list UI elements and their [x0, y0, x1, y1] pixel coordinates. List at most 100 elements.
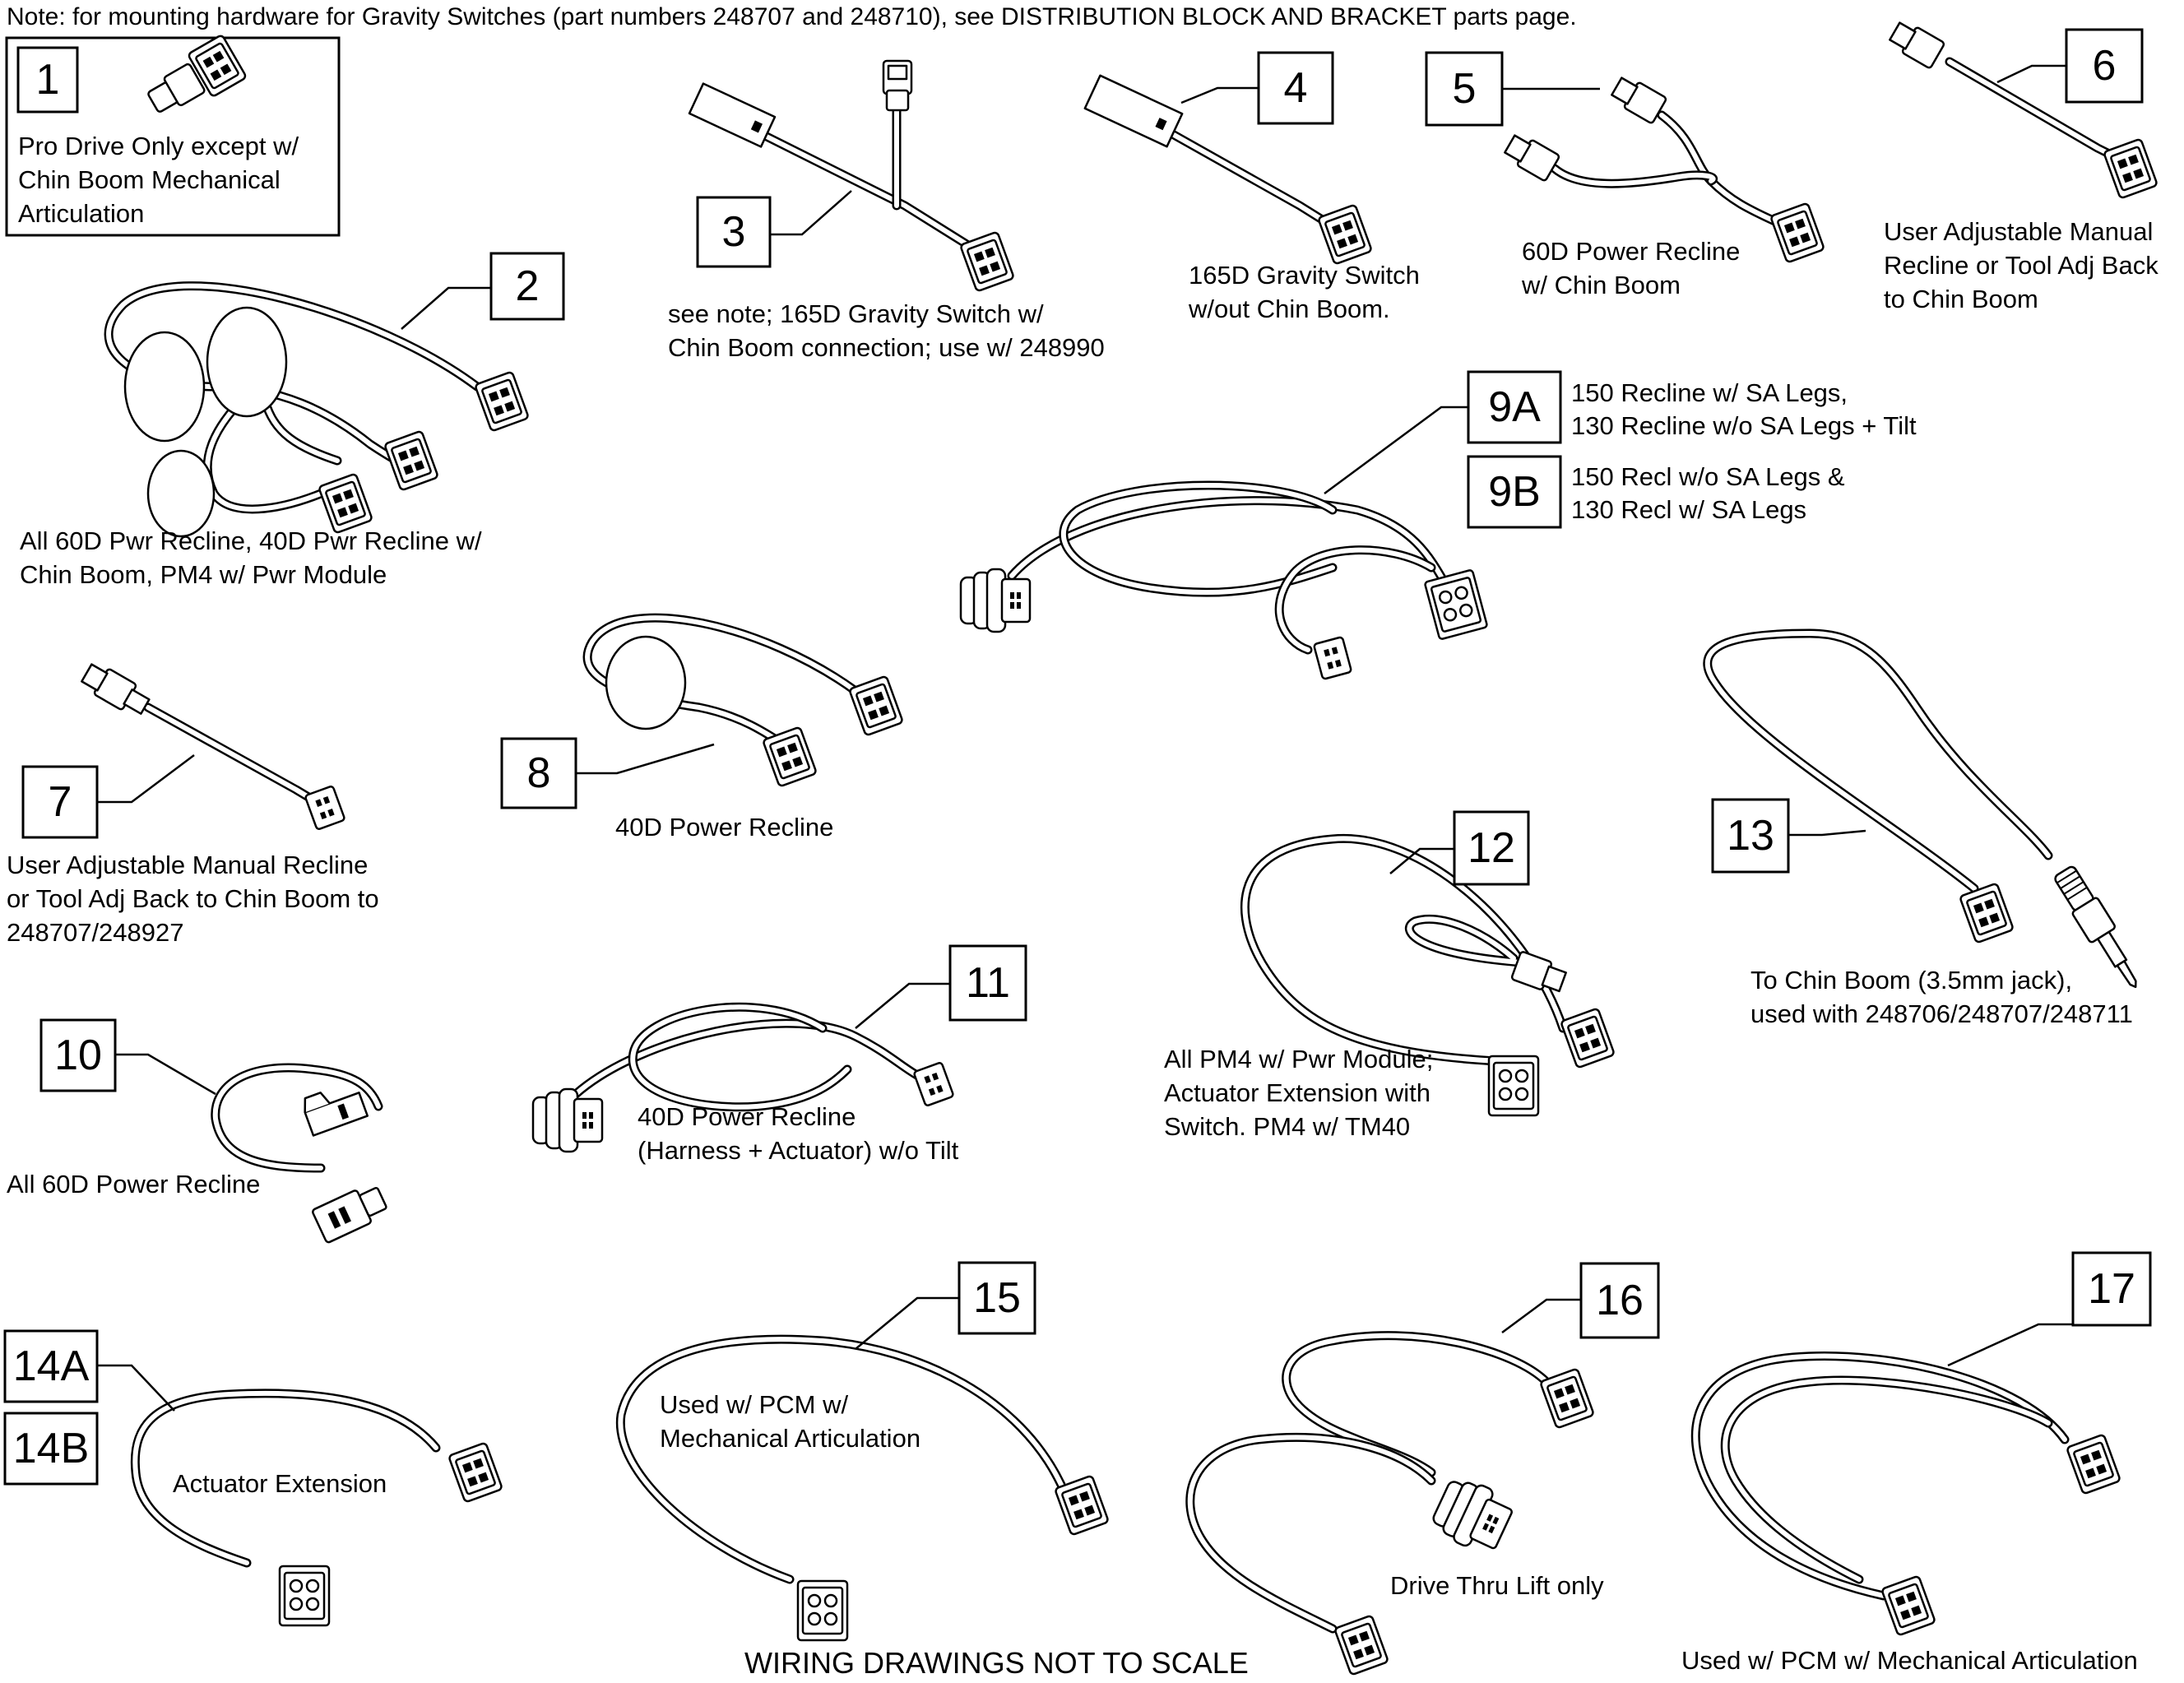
- item-15-cable: [615, 1334, 1111, 1642]
- item-13: 13 To Chin Boom (3.5mm jack), used with …: [1703, 628, 2137, 1028]
- item-9b-callout-box: [1467, 455, 1562, 529]
- item-12-number: 12: [1468, 824, 1515, 872]
- item-7-callout-box: [21, 765, 99, 839]
- item-3-label-line-1: see note; 165D Gravity Switch w/: [668, 299, 1044, 328]
- item-9a-label-line-2: 130 Recline w/o SA Legs + Tilt: [1571, 411, 1917, 440]
- item-12: 12 All PM4 w/ Pwr Module; Actuator Exten…: [1164, 810, 1616, 1141]
- item-8: 8 40D Power Recline: [500, 613, 905, 842]
- item-6-label-line-1: User Adjustable Manual: [1884, 217, 2153, 246]
- item-16: 16 Drive Thru Lift only: [1185, 1262, 1660, 1676]
- item-4-label-line-1: 165D Gravity Switch: [1189, 261, 1420, 290]
- item-8-callout-box: [500, 737, 577, 809]
- item-14-cable: [130, 1389, 504, 1627]
- item-12-callout-box: [1453, 810, 1530, 886]
- item-15-label-line-1: Used w/ PCM w/: [660, 1390, 848, 1419]
- item-11-cable: [531, 1002, 955, 1153]
- item-17-leader: [1947, 1323, 2073, 1367]
- item-12-leader: [1389, 847, 1454, 874]
- item-10-label-line-1: All 60D Power Recline: [7, 1170, 260, 1198]
- item-6-callout-box: [2065, 28, 2144, 104]
- item-12-label-line-1: All PM4 w/ Pwr Module;: [1164, 1045, 1433, 1073]
- item-14-leader: [97, 1364, 175, 1412]
- item-12-label-line-3: Switch. PM4 w/ TM40: [1164, 1112, 1410, 1141]
- item-11-callout-box: [948, 944, 1027, 1022]
- item-11-label-line-2: (Harness + Actuator) w/o Tilt: [638, 1136, 959, 1165]
- item-3-number: 3: [722, 208, 746, 256]
- item-15-leader: [855, 1296, 959, 1350]
- item-1-frame: [5, 36, 341, 237]
- item-9b-number: 9B: [1488, 468, 1541, 516]
- item-3: 3 see note; 165D Gravity Switch w/ Chin …: [668, 59, 1105, 362]
- item-9-cable: [959, 480, 1489, 681]
- item-5-label-line-2: w/ Chin Boom: [1521, 271, 1681, 299]
- item-1-callout-box: [16, 46, 79, 114]
- item-17-callout-box: [2071, 1251, 2152, 1327]
- item-5-label-line-1: 60D Power Recline: [1522, 237, 1740, 266]
- item-6-label-line-2: Recline or Tool Adj Back: [1884, 251, 2158, 280]
- item-3-label-line-2: Chin Boom connection; use w/ 248990: [668, 333, 1105, 362]
- item-10-callout-box: [39, 1018, 117, 1092]
- item-1: 1 Pro Drive Only except w/ Chin Boom Mec…: [5, 33, 341, 237]
- item-16-callout-box: [1579, 1262, 1660, 1339]
- item-15-number: 15: [973, 1274, 1021, 1322]
- item-2-leader: [401, 286, 490, 330]
- item-8-cable: [582, 613, 905, 788]
- item-8-number: 8: [527, 749, 551, 797]
- item-15-callout-box: [958, 1261, 1036, 1335]
- item-9b-label-line-2: 130 Recl w/ SA Legs: [1571, 495, 1806, 524]
- item-16-cable: [1185, 1331, 1596, 1676]
- item-13-cable: [1703, 628, 2137, 989]
- mounting-note: Note: for mounting hardware for Gravity …: [7, 3, 1577, 30]
- item-1-cable: [147, 33, 248, 113]
- item-4-number: 4: [1284, 64, 1308, 112]
- item-1-label-line-3: Articulation: [18, 199, 144, 228]
- item-9: 9A 150 Recline w/ SA Legs, 130 Recline w…: [959, 370, 1917, 681]
- item-5-cable: [1504, 76, 1826, 264]
- item-4-label-line-2: w/out Chin Boom.: [1188, 294, 1390, 323]
- item-7-number: 7: [49, 778, 72, 826]
- item-1-label-line-2: Chin Boom Mechanical: [18, 165, 281, 194]
- item-3-cable: [688, 59, 1016, 293]
- item-2-cable: [104, 281, 531, 538]
- item-14a-number: 14A: [13, 1342, 90, 1390]
- item-7: 7 User Adjustable Manual Recline or Tool…: [7, 663, 379, 947]
- item-9a-callout-box: [1467, 370, 1562, 444]
- item-4-cable: [1083, 74, 1374, 266]
- item-6-number: 6: [2093, 42, 2117, 90]
- item-14-label-line-1: Actuator Extension: [173, 1469, 387, 1498]
- item-4-leader: [1180, 86, 1259, 104]
- item-10: 10 All 60D Power Recline: [7, 1018, 387, 1244]
- item-8-leader: [576, 743, 715, 775]
- item-16-label-line-1: Drive Thru Lift only: [1390, 1571, 1604, 1600]
- item-2-callout-box: [489, 252, 565, 321]
- item-11-leader: [855, 982, 950, 1029]
- item-6-cable: [1889, 21, 2159, 200]
- item-9b-label-line-1: 150 Recl w/o SA Legs &: [1571, 462, 1845, 491]
- item-7-cable: [81, 663, 346, 832]
- item-17-number: 17: [2088, 1265, 2135, 1313]
- item-2-number: 2: [516, 262, 540, 310]
- item-13-label-line-1: To Chin Boom (3.5mm jack),: [1750, 966, 2072, 994]
- item-2: 2 All 60D Pwr Recline, 40D Pwr Recline w…: [20, 252, 565, 589]
- item-9-leader: [1324, 406, 1468, 495]
- item-14b-callout-box: [3, 1412, 99, 1486]
- item-15-label-line-2: Mechanical Articulation: [660, 1424, 920, 1453]
- item-13-callout-box: [1711, 798, 1790, 874]
- item-9a-number: 9A: [1488, 383, 1541, 431]
- item-5-callout-box: [1425, 51, 1504, 127]
- item-11: 11 40D Power Recline (Harness + Actuator…: [531, 944, 1027, 1165]
- item-7-leader: [97, 754, 195, 804]
- item-1-number: 1: [36, 56, 60, 104]
- item-13-number: 13: [1727, 812, 1774, 860]
- item-7-label-line-2: or Tool Adj Back to Chin Boom to: [7, 884, 379, 913]
- audio-jack-plug: [2054, 865, 2137, 989]
- item-17: 17 Used w/ PCM w/ Mechanical Articulatio…: [1681, 1251, 2152, 1675]
- item-10-cable: [211, 1063, 387, 1244]
- item-5: 5 60D Power Recline w/ Chin Boom: [1425, 51, 1826, 299]
- item-11-number: 11: [966, 959, 1010, 1007]
- item-9a-label-line-1: 150 Recline w/ SA Legs,: [1571, 378, 1848, 407]
- item-17-label-line-1: Used w/ PCM w/ Mechanical Articulation: [1681, 1646, 2138, 1675]
- item-8-label-line-1: 40D Power Recline: [615, 813, 833, 842]
- item-14a-callout-box: [3, 1329, 99, 1403]
